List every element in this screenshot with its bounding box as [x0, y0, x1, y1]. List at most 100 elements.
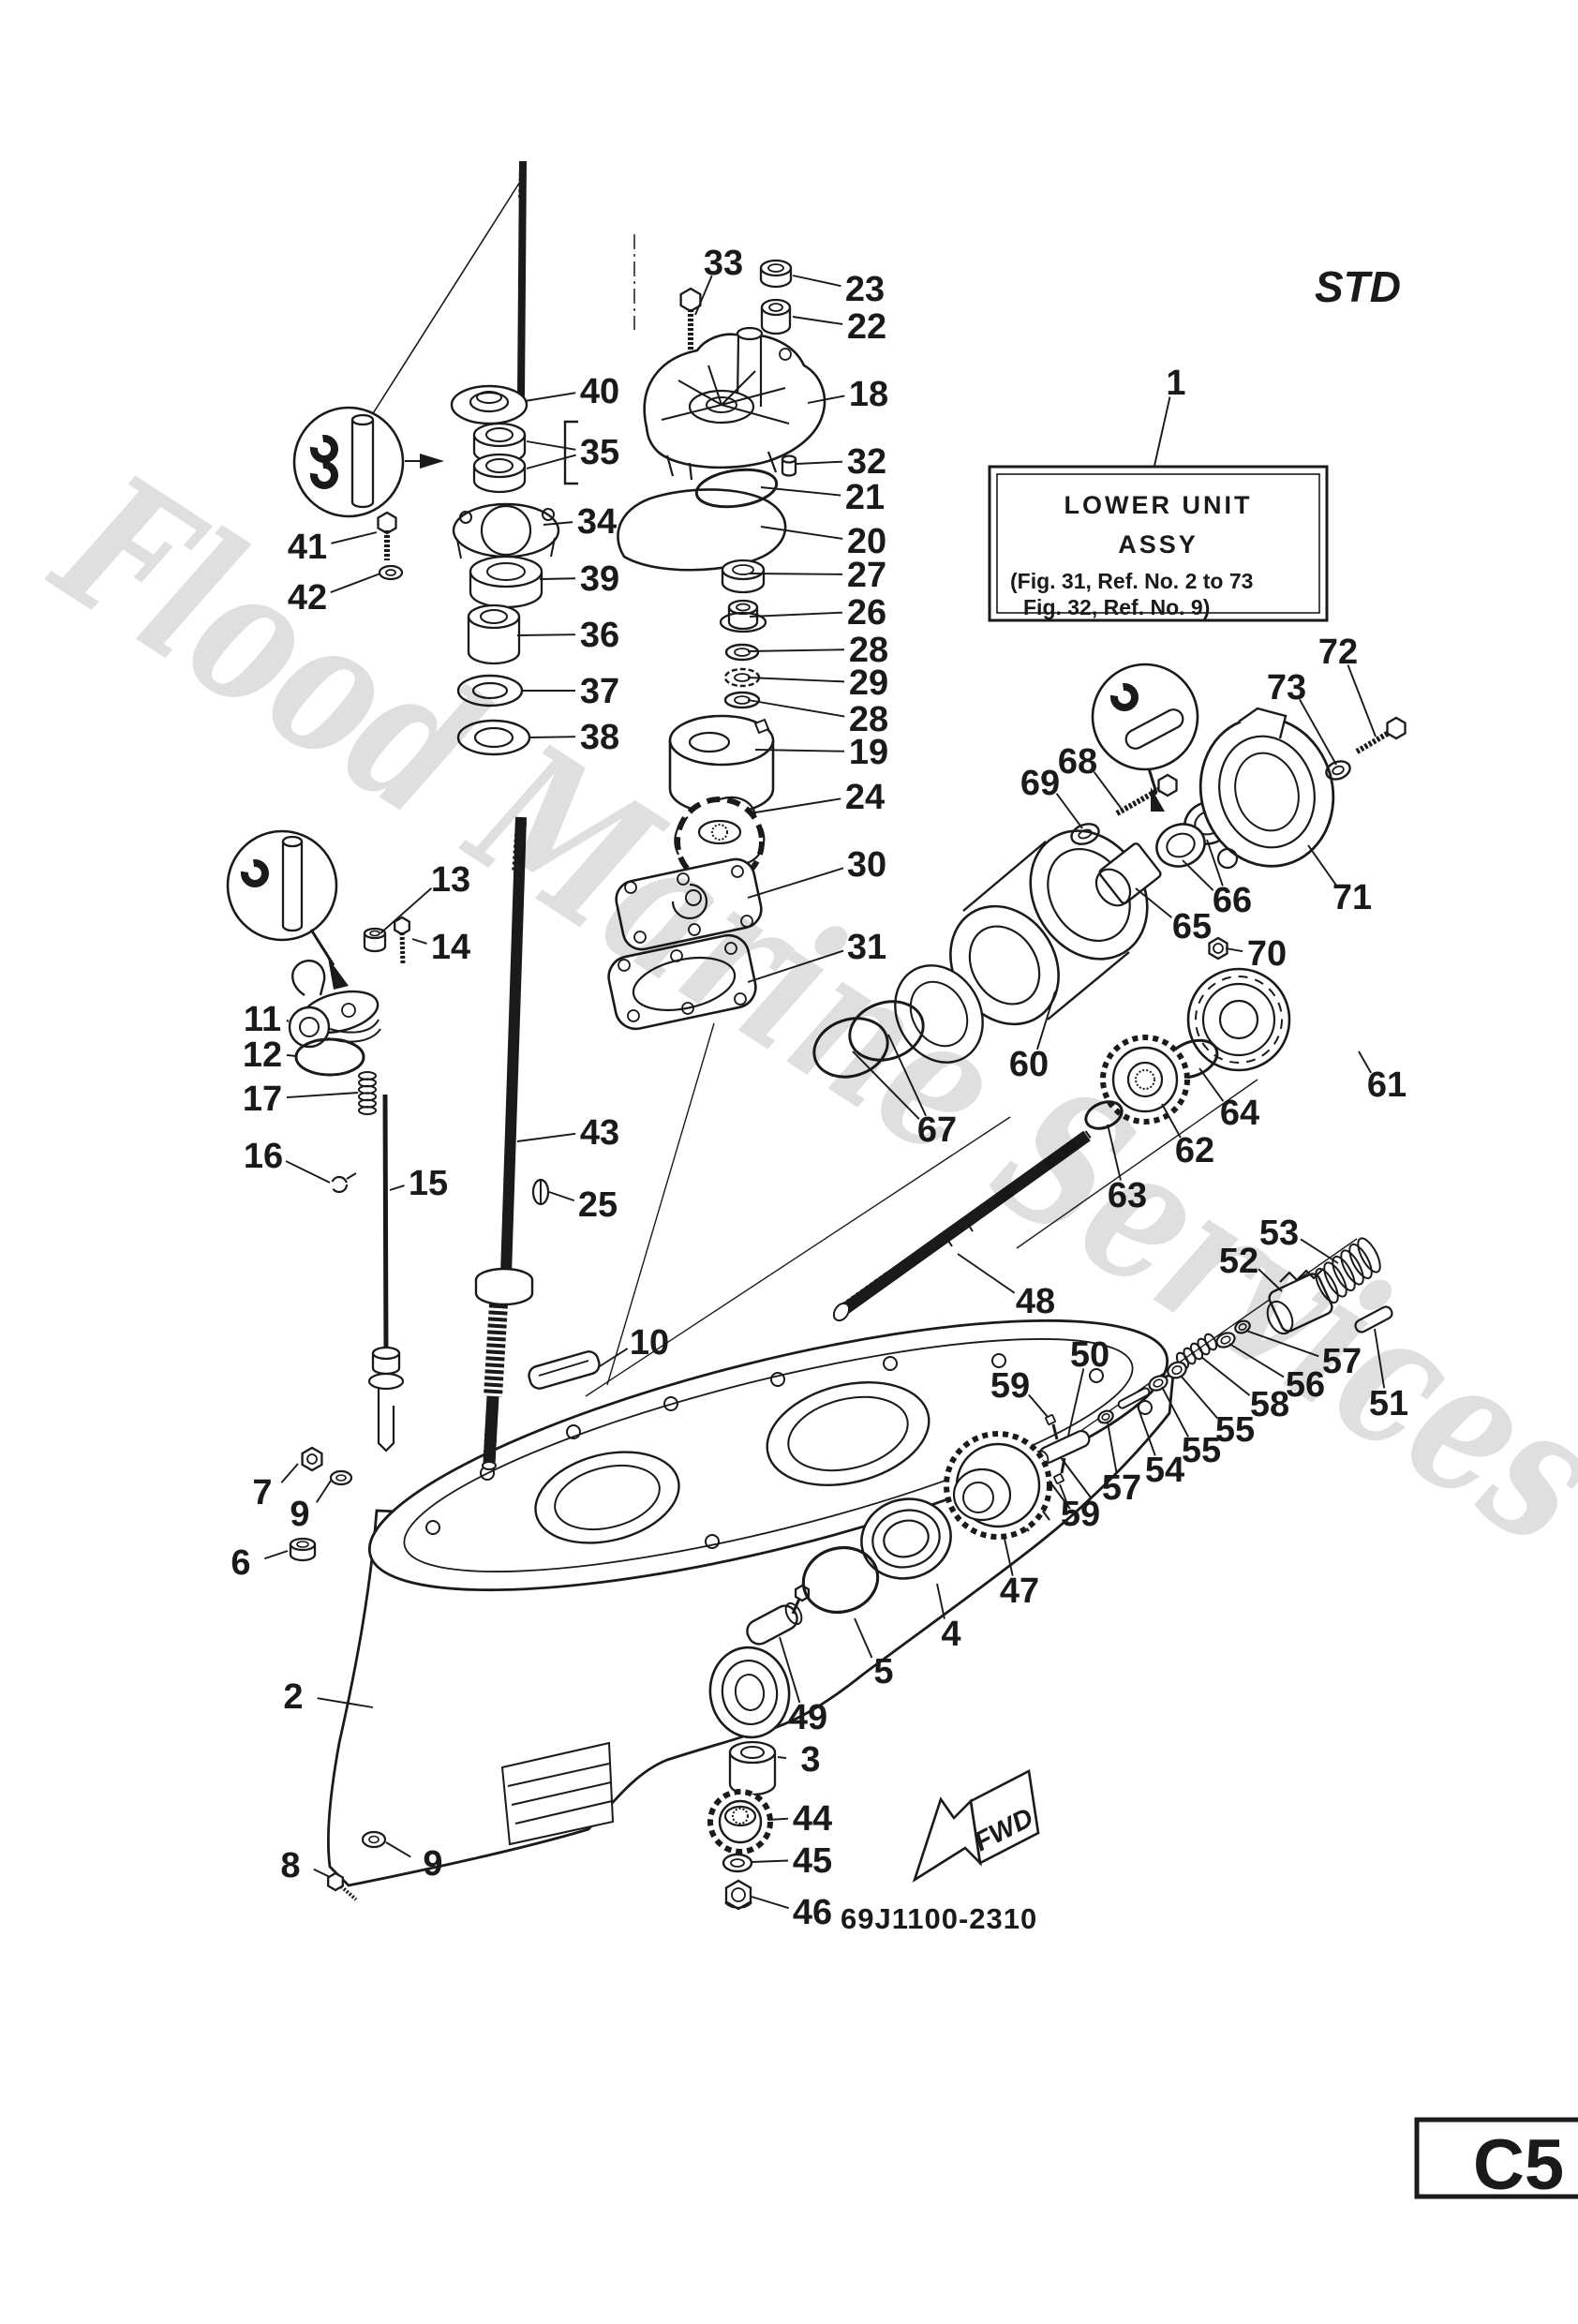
callout-2: 2	[283, 1677, 303, 1717]
callout-39: 39	[580, 559, 619, 599]
part-shape	[734, 648, 751, 657]
leader-line	[747, 949, 844, 983]
part-shape	[518, 166, 527, 201]
part-shape	[1033, 1238, 1358, 1465]
part-shape	[288, 1006, 331, 1049]
callout-31: 31	[847, 928, 886, 967]
part-shape	[500, 816, 527, 1275]
callout-58: 58	[1250, 1385, 1289, 1424]
part-shape	[721, 387, 786, 406]
part-shape	[296, 1541, 309, 1548]
part-shape	[1101, 1412, 1110, 1422]
leader-line	[516, 633, 576, 636]
part-shape	[740, 915, 753, 928]
part-shape	[1126, 1061, 1164, 1098]
callout-23: 23	[845, 270, 885, 309]
callout-72: 72	[1318, 633, 1358, 672]
part-shape	[1058, 1130, 1092, 1158]
callout-10: 10	[630, 1323, 669, 1363]
part-shape	[566, 1424, 581, 1439]
part-shape	[723, 691, 761, 709]
leader-line	[1225, 947, 1243, 953]
part-shape	[731, 1887, 746, 1902]
leader-line	[330, 573, 381, 594]
part-shape	[480, 609, 508, 624]
part-shape	[1220, 1335, 1231, 1345]
part-shape	[1051, 1423, 1059, 1440]
part-shape	[674, 796, 766, 886]
leader-line	[286, 1019, 290, 1022]
callout-29: 29	[849, 663, 888, 703]
part-shape	[681, 1002, 694, 1015]
part-shape	[474, 1280, 534, 1306]
part-shape	[722, 1853, 753, 1873]
callout-44: 44	[793, 1799, 832, 1839]
callout-24: 24	[845, 778, 885, 817]
part-shape	[241, 859, 269, 887]
leader-line	[1358, 1050, 1372, 1074]
part-shape	[306, 1453, 318, 1465]
leader-line	[767, 1817, 789, 1821]
callout-73: 73	[1267, 668, 1306, 708]
part-shape	[1047, 951, 1130, 1020]
callout-38: 38	[580, 718, 619, 757]
part-shape	[328, 958, 349, 990]
part-shape	[473, 726, 514, 749]
leader-line	[1347, 664, 1377, 737]
part-shape	[1218, 999, 1259, 1040]
part-shape	[339, 1885, 358, 1901]
leader-line	[1258, 1268, 1283, 1292]
callout-27: 27	[847, 556, 886, 595]
callout-71: 71	[1332, 878, 1372, 917]
leader-line	[957, 1253, 1016, 1294]
part-shape	[732, 564, 754, 575]
part-shape	[731, 865, 744, 878]
part-shape	[766, 1381, 930, 1486]
leader-line	[285, 1160, 331, 1184]
callout-40: 40	[580, 372, 619, 411]
callout-33: 33	[704, 244, 743, 283]
part-shape	[1135, 1069, 1155, 1090]
callout-18: 18	[849, 375, 888, 414]
callout-63: 63	[1108, 1176, 1147, 1215]
part-shape	[456, 539, 462, 559]
assy-box-inner-border	[996, 473, 1320, 614]
leader-line	[1200, 1356, 1251, 1396]
part-shape	[483, 1427, 498, 1463]
leader-line	[936, 1583, 945, 1619]
part-shape	[618, 959, 631, 972]
part-shape	[668, 714, 775, 767]
part-shape	[1070, 823, 1100, 845]
callout-25: 25	[578, 1185, 618, 1225]
leader-line	[796, 460, 843, 465]
part-shape	[721, 404, 790, 425]
leader-line	[1180, 1375, 1219, 1420]
callout-57: 57	[1102, 1468, 1141, 1508]
leader-line	[807, 395, 845, 404]
part-shape	[627, 1009, 640, 1022]
leader-line	[543, 521, 573, 526]
part-shape	[1166, 832, 1196, 858]
callout-60: 60	[1009, 1045, 1049, 1084]
leader-line	[754, 749, 845, 752]
assy-reference-box: LOWER UNIT ASSY (Fig. 31, Ref. No. 2 to …	[988, 465, 1329, 622]
part-shape	[1238, 707, 1288, 739]
leader-line	[263, 1550, 289, 1560]
part-shape	[403, 1338, 1134, 1572]
leader-line	[779, 1636, 801, 1704]
part-shape	[382, 1094, 389, 1358]
part-shape	[688, 389, 755, 425]
leader-line	[1059, 1483, 1067, 1502]
page-code-border	[1414, 2117, 1578, 2199]
part-shape	[724, 1901, 752, 1909]
part-shape	[1094, 868, 1132, 907]
callout-8: 8	[280, 1846, 300, 1885]
part-shape	[341, 1003, 356, 1018]
leader-line	[749, 797, 841, 814]
part-shape	[801, 1545, 880, 1615]
callout-61: 61	[1367, 1065, 1407, 1105]
callout-67: 67	[917, 1110, 957, 1150]
leader-line	[524, 392, 576, 402]
leader-line	[516, 1132, 576, 1142]
callout-9: 9	[290, 1495, 309, 1534]
